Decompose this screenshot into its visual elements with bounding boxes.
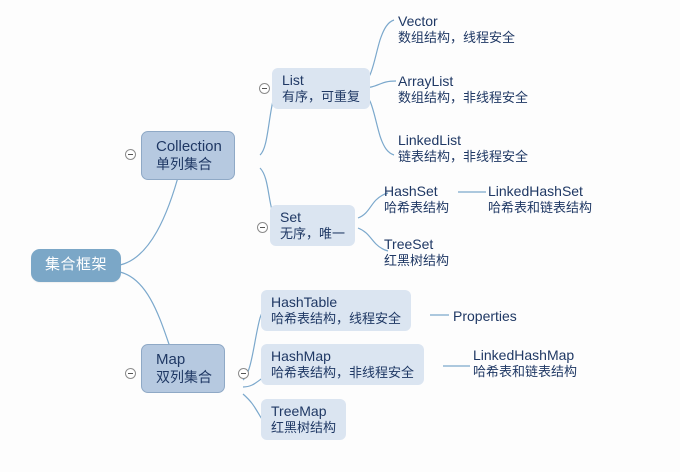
root-node-label: 集合框架 [45,256,108,273]
node-hashtable[interactable]: HashTable 哈希表结构，线程安全 [261,290,412,331]
node-list[interactable]: List 有序，可重复 [272,68,371,109]
node-treemap-desc: 红黑树结构 [271,419,337,435]
node-properties[interactable]: Properties [451,305,519,328]
node-map-title: Map [156,351,186,368]
node-treemap[interactable]: TreeMap 红黑树结构 [261,399,347,440]
node-hashset-title: HashSet [384,183,438,199]
node-hashtable-desc: 哈希表结构，线程安全 [271,310,402,326]
node-collection-title: Collection [156,138,222,155]
collapse-toggle-map-right[interactable] [238,368,249,379]
node-hashset[interactable]: HashSet 哈希表结构 [382,180,451,218]
node-map[interactable]: Map 双列集合 [141,344,225,394]
node-treeset-desc: 红黑树结构 [384,252,450,268]
node-hashset-desc: 哈希表结构 [384,199,450,215]
node-collection[interactable]: Collection 单列集合 [141,131,235,181]
node-linkedlist-desc: 链表结构，非线程安全 [398,148,529,164]
node-arraylist-desc: 数组结构，非线程安全 [398,89,529,105]
node-vector-title: Vector [398,13,438,29]
node-treeset-title: TreeSet [384,236,434,252]
node-vector-desc: 数组结构，线程安全 [398,29,516,45]
node-linkedhashset-title: LinkedHashSet [488,183,583,199]
node-vector[interactable]: Vector 数组结构，线程安全 [396,10,517,48]
collapse-toggle-list[interactable] [259,83,270,94]
node-linkedhashmap[interactable]: LinkedHashMap 哈希表和链表结构 [471,344,579,382]
node-linkedhashset-desc: 哈希表和链表结构 [488,199,593,215]
node-set-title: Set [280,209,302,225]
node-arraylist[interactable]: ArrayList 数组结构，非线程安全 [396,70,530,108]
node-treemap-title: TreeMap [271,403,327,419]
node-linkedhashmap-title: LinkedHashMap [473,347,575,363]
node-properties-title: Properties [453,308,517,324]
node-arraylist-title: ArrayList [398,73,454,89]
node-set-desc: 无序，唯一 [280,225,346,241]
node-linkedlist[interactable]: LinkedList 链表结构，非线程安全 [396,129,530,167]
node-hashmap-desc: 哈希表结构，非线程安全 [271,364,415,380]
node-set[interactable]: Set 无序，唯一 [270,205,356,246]
node-hashtable-title: HashTable [271,294,338,310]
node-linkedhashset[interactable]: LinkedHashSet 哈希表和链表结构 [486,180,594,218]
collapse-toggle-collection[interactable] [125,149,136,160]
collapse-toggle-set[interactable] [257,222,268,233]
node-linkedhashmap-desc: 哈希表和链表结构 [473,363,578,379]
node-hashmap-title: HashMap [271,348,331,364]
collapse-toggle-map-left[interactable] [125,368,136,379]
node-linkedlist-title: LinkedList [398,132,462,148]
root-node-collection-framework[interactable]: 集合框架 [31,249,122,282]
node-list-title: List [282,72,304,88]
node-hashmap[interactable]: HashMap 哈希表结构，非线程安全 [261,344,425,385]
node-map-desc: 双列集合 [156,368,212,385]
node-treeset[interactable]: TreeSet 红黑树结构 [382,233,451,271]
node-list-desc: 有序，可重复 [282,88,361,104]
node-collection-desc: 单列集合 [156,155,212,172]
